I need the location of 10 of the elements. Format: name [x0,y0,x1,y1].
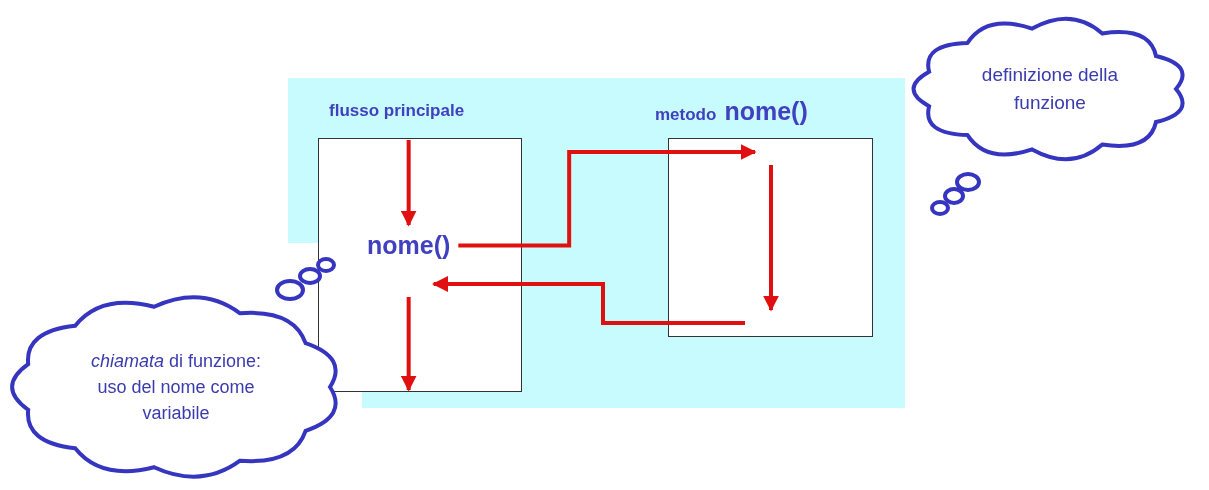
box-heading: metodo [655,105,717,124]
arrow [400,297,417,392]
arrow [458,144,757,248]
function-name: nome() [724,97,808,125]
arrow [400,140,417,227]
cloud-text: chiamata di funzione: uso del nome come variabile [89,349,263,426]
cloud-text: definizione della funzione [980,63,1120,115]
arrow [432,276,745,325]
box-heading: flusso principale [329,101,465,120]
function-call-text: nome() [367,231,451,260]
